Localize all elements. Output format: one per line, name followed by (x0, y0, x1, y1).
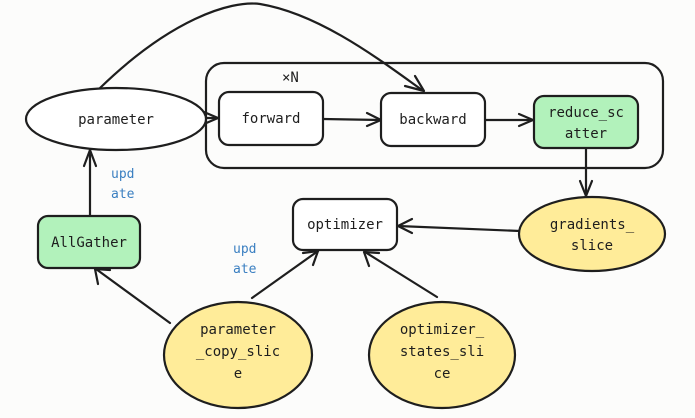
node-optimizer-states-slice-label: ce (434, 366, 451, 382)
node-optimizer-states-slice-label: optimizer_ (400, 322, 485, 338)
node-optimizer-label: optimizer (307, 217, 383, 233)
node-reduce-scatter[interactable]: reduce_sc atter (532, 94, 640, 150)
edge-copy-slice-to-optimizer (250, 249, 320, 300)
node-reduce-scatter-label: reduce_sc (548, 105, 624, 121)
edge-parameter-to-backward (98, 2, 426, 93)
node-gradients-slice[interactable]: gradients_ slice (517, 195, 667, 273)
edge-backward-to-reduce-scatter (484, 112, 535, 128)
edge-label-update-allgather: upd (111, 167, 134, 182)
edge-label-update-optimizer: ate (233, 262, 257, 277)
node-parameter-label: parameter (78, 112, 154, 128)
node-allgather[interactable]: AllGather (36, 214, 142, 270)
node-optimizer-states-slice-label: states_sli (400, 344, 484, 360)
node-forward[interactable]: forward (217, 90, 325, 147)
node-parameter-copy-slice-label: parameter (200, 322, 276, 338)
edge-label-update-optimizer: upd (233, 242, 256, 257)
edge-copy-slice-to-allgather (93, 267, 172, 325)
edge-reduce-scatter-to-gradients (578, 146, 594, 198)
node-parameter-copy-slice-label: _copy_slic (196, 344, 280, 360)
edge-forward-to-backward (321, 111, 383, 128)
node-optimizer[interactable]: optimizer (291, 197, 399, 252)
node-backward[interactable]: backward (379, 91, 487, 148)
edge-allgather-to-parameter (82, 148, 98, 217)
node-backward-label: backward (399, 112, 466, 128)
loop-label: ×N (282, 70, 299, 86)
edge-label-update-allgather: ate (111, 187, 135, 202)
node-gradients-slice-label: slice (571, 238, 613, 254)
node-parameter[interactable]: parameter (24, 86, 208, 152)
node-allgather-label: AllGather (51, 235, 127, 251)
edge-gradients-to-optimizer (396, 217, 522, 235)
node-gradients-slice-label: gradients_ (550, 217, 635, 233)
node-reduce-scatter-label: atter (565, 126, 607, 142)
node-optimizer-states-slice[interactable]: optimizer_ states_sli ce (367, 300, 517, 410)
node-parameter-copy-slice-label: e (234, 366, 242, 382)
node-parameter-copy-slice[interactable]: parameter _copy_slic e (162, 300, 314, 410)
edge-states-slice-to-optimizer (362, 250, 439, 299)
node-forward-label: forward (241, 111, 300, 127)
